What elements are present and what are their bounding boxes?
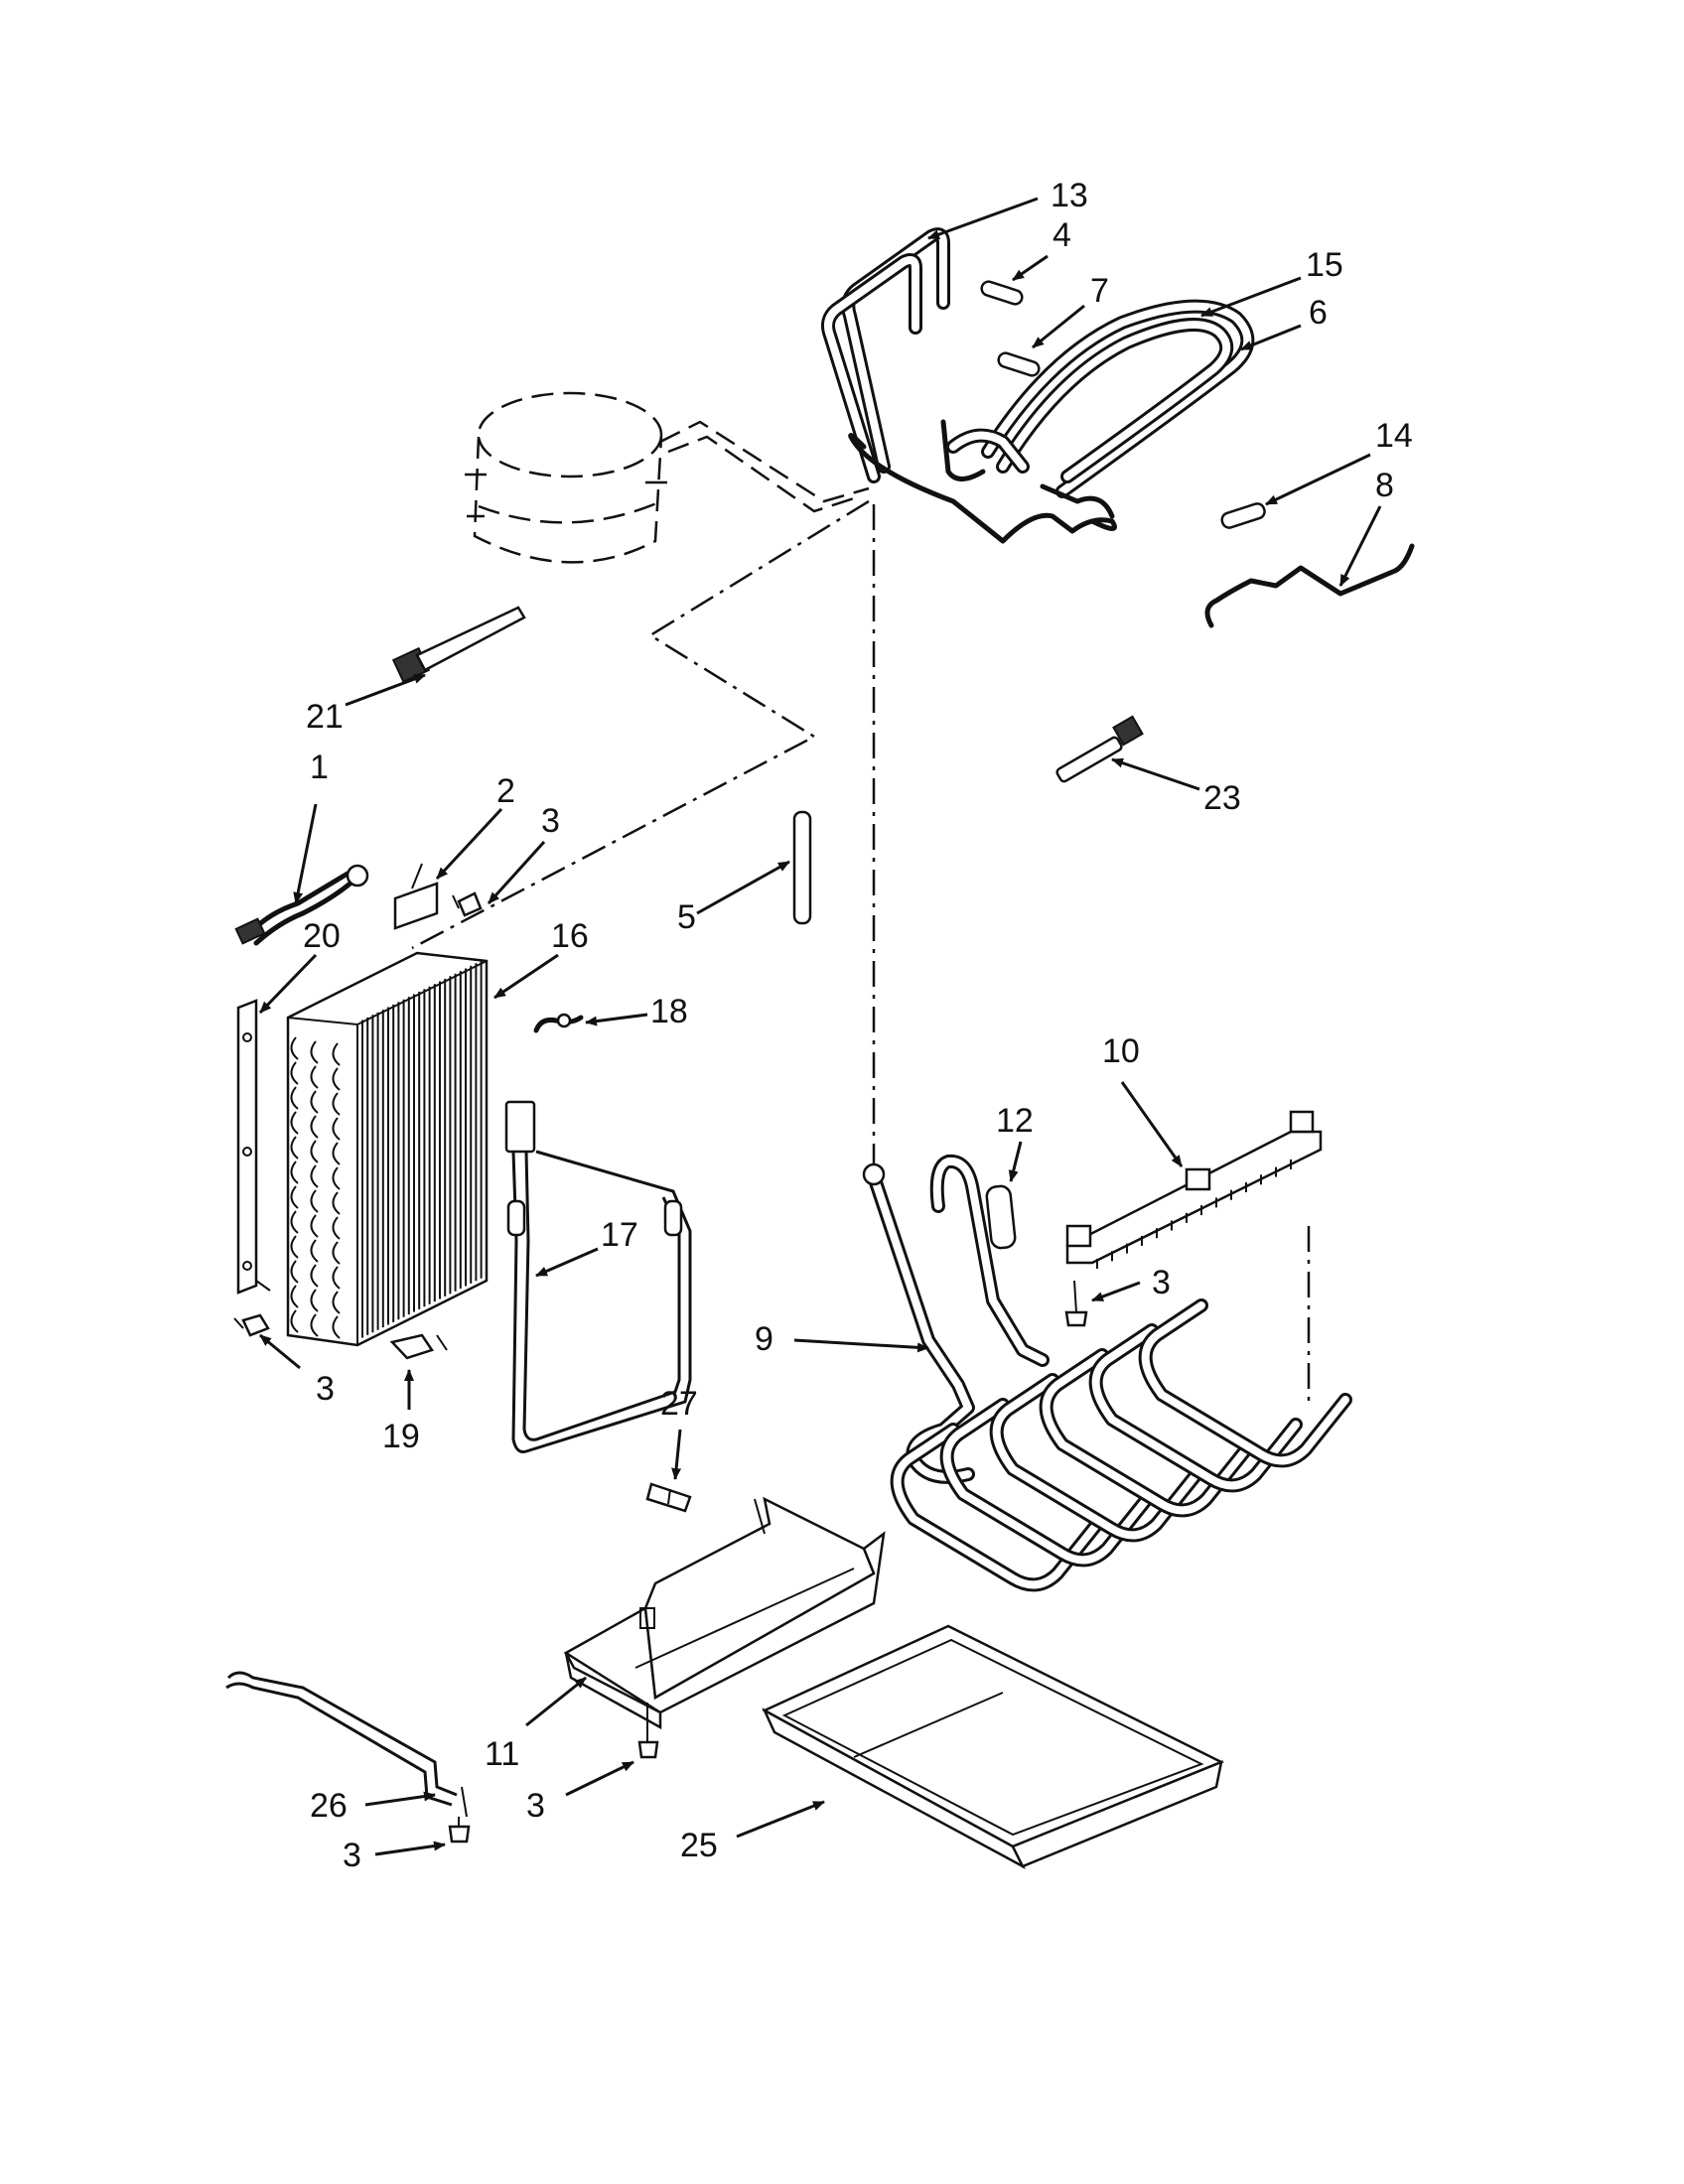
callout-18: 18 [650,993,688,1030]
callout-1: 1 [310,749,329,786]
connection-lines [411,420,1311,1405]
screw-3-tray [637,1703,659,1759]
tube-piece-14 [1220,502,1266,529]
rod-26 [225,1671,468,1818]
callout-6: 6 [1309,294,1328,332]
drain-pan-25 [762,1624,1225,1869]
callout-8: 8 [1375,467,1394,504]
callout-27: 27 [660,1385,698,1423]
clip-19 [389,1333,448,1360]
drier-tube-8 [1204,543,1415,628]
tube-5 [792,810,812,925]
bracket-2 [393,863,439,930]
leader-arrows [258,197,1382,1856]
callout-3-d: 3 [526,1787,545,1825]
clip-18 [533,1013,584,1033]
callout-14: 14 [1375,417,1413,455]
tray-bracket-11 [563,1496,886,1730]
screw-3-bracket [1064,1280,1088,1327]
callout-16: 16 [551,917,589,955]
condenser-loop-tubing [821,227,1255,498]
callout-2: 2 [496,772,515,810]
evaporator-16 [286,951,489,1347]
heater-wire-17 [504,1100,692,1453]
screw-3-top [452,891,483,917]
tube-12 [985,1184,1017,1250]
bracket-10 [1065,1110,1323,1269]
callout-15: 15 [1306,246,1343,284]
callout-5: 5 [677,898,696,936]
capillary-wire [848,419,1117,544]
callout-labels: 13 4 15 7 6 14 8 21 23 1 2 3 5 20 16 18 … [303,177,1413,1874]
callout-26: 26 [310,1787,348,1825]
callout-19: 19 [382,1418,420,1455]
compressor-outline [465,391,671,564]
callout-3-b: 3 [1152,1264,1171,1301]
callout-13: 13 [1051,177,1088,214]
callout-3-e: 3 [343,1837,361,1874]
callout-7: 7 [1090,272,1109,310]
cable-tie-21 [391,606,526,684]
cable-tie-23 [1055,715,1144,783]
defrost-heater-9 [862,1154,1352,1592]
callout-4: 4 [1052,216,1071,254]
callout-25: 25 [680,1827,718,1864]
callout-23: 23 [1203,779,1241,817]
screw-3-rod [448,1817,471,1843]
callout-11: 11 [485,1735,519,1773]
callout-3-a: 3 [541,802,560,840]
callout-10: 10 [1102,1032,1140,1070]
clip-27 [645,1482,692,1513]
callout-12: 12 [996,1102,1034,1140]
tube-piece-7 [997,351,1041,377]
callout-20: 20 [303,917,341,955]
mounting-strip-20 [236,999,271,1295]
callout-9: 9 [755,1320,773,1358]
tube-piece-4 [980,280,1024,306]
callout-21: 21 [306,698,344,736]
screw-3-evap [233,1313,270,1337]
callout-3-c: 3 [316,1370,335,1408]
callout-17: 17 [601,1216,638,1254]
